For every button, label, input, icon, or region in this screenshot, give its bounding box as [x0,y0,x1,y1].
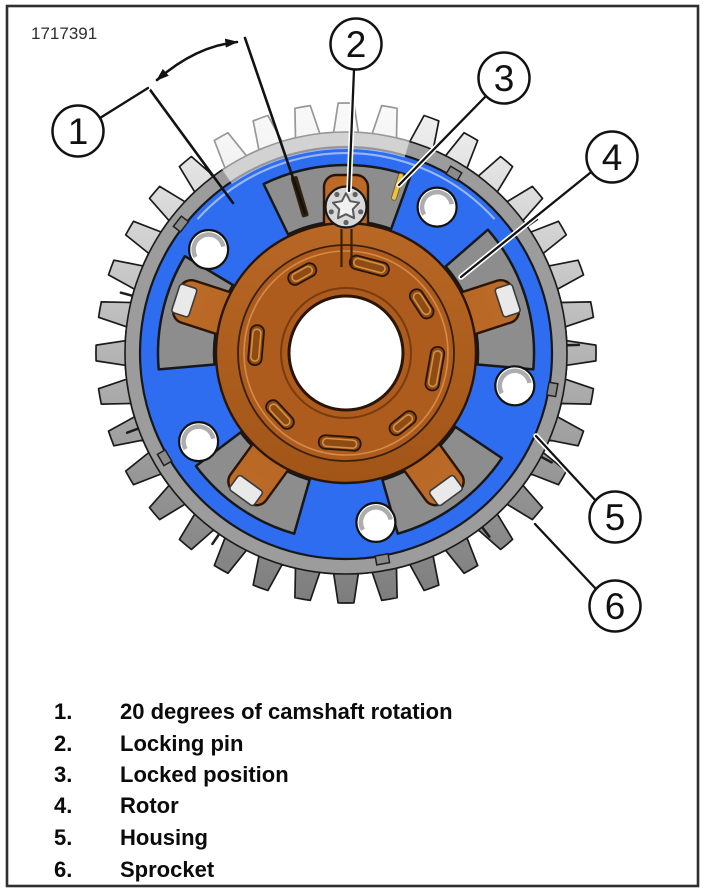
housing-highlight [196,152,496,220]
bolt-hole [188,228,230,271]
bolt-hole [355,501,397,544]
pin-star [331,192,361,220]
svg-text:Sprocket: Sprocket [120,857,215,882]
svg-text:3: 3 [494,58,515,99]
callout-bubbles: 1 2 3 4 5 6 [51,17,642,633]
legend-item-6: 6. Sprocket [54,857,215,882]
rotor-slot [424,345,446,392]
svg-text:4.: 4. [54,793,72,818]
bolt-hole [178,421,220,463]
svg-text:4: 4 [602,137,623,178]
rotor-slot [408,288,435,320]
leader-line-6 [533,522,598,591]
rotor-slot [388,410,417,437]
rotor-slot [265,399,295,430]
pin-slit [340,229,353,267]
vane-seal [494,283,521,318]
leader-line-4 [459,171,592,279]
svg-text:1.: 1. [54,699,72,724]
svg-text:Locking pin: Locking pin [120,731,243,756]
rotation-arc-arrow [155,38,239,82]
svg-text:Locked position: Locked position [120,762,289,787]
callout-6: 6 [588,579,642,633]
callout-3: 3 [477,51,531,105]
rotor-slot [348,254,390,277]
legend: 1. 20 degrees of camshaft rotation 2. Lock… [54,699,453,882]
rotation-annotation [146,36,307,215]
bolt-hole [416,186,458,228]
callout-leader-lines [97,67,599,592]
rotation-line-start [146,85,235,205]
svg-text:2.: 2. [54,731,72,756]
vane-seal [171,283,198,318]
legend-item-4: 4. Rotor [54,793,179,818]
svg-text:3.: 3. [54,762,72,787]
leader-line-3 [397,94,488,187]
legend-item-5: 5. Housing [54,825,208,850]
vane-seal [229,474,264,507]
figure-number: 1717391 [31,24,97,43]
svg-text:5.: 5. [54,825,72,850]
svg-text:1: 1 [68,111,89,152]
leader-line-5 [534,434,598,503]
rotor [171,173,521,507]
bolt-holes [178,186,536,544]
bolt-hole [494,365,536,407]
svg-text:2: 2 [346,24,367,65]
sprocket-assembly [95,99,597,604]
svg-text:5: 5 [605,497,626,538]
center-bore [287,294,405,412]
svg-text:20 degrees of camshaft rotatio: 20 degrees of camshaft rotation [120,699,453,724]
legend-item-3: 3. Locked position [54,762,289,787]
svg-text:Housing: Housing [120,825,208,850]
vane-seals [171,283,521,507]
callout-5: 5 [588,490,642,544]
svg-text:Rotor: Rotor [120,793,179,818]
locking-pin [324,185,368,229]
rotor-slot [317,434,362,452]
rotor-slot [287,262,318,286]
leader-line-1 [98,86,150,120]
leader-line-2 [347,68,356,193]
svg-text:6: 6 [605,586,626,627]
callout-4: 4 [585,130,639,184]
legend-item-1: 1. 20 degrees of camshaft rotation [54,699,453,724]
callout-1: 1 [51,104,105,158]
rotation-line-end [243,36,307,215]
plate-tabs [156,165,559,566]
legend-item-2: 2. Locking pin [54,731,243,756]
figure-border [5,4,700,888]
callout-2: 2 [329,17,383,71]
vane-seal [428,474,463,507]
rotor-slot [247,324,265,367]
svg-text:6.: 6. [54,857,72,882]
